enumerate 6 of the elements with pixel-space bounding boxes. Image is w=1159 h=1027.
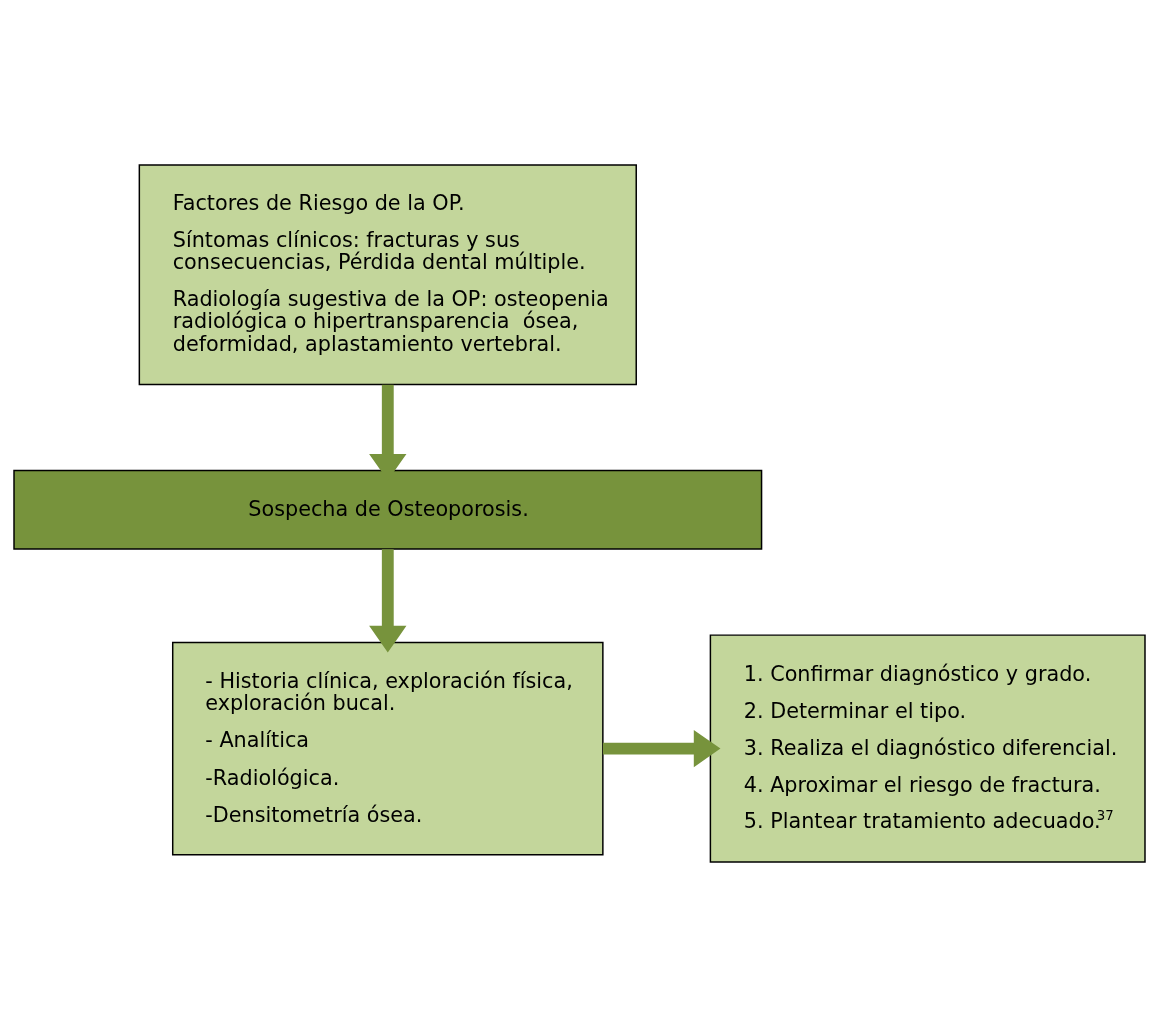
arrow xyxy=(602,729,721,768)
node-box: Factores de Riesgo de la OP. Síntomas clínicos: fracturas y sus consecuencias, Pérdida dental múltiple. Radiología sugestiva de la OP: osteopenia radiológica o hipertransparencia ósea, deformidad, aplastamiento vertebral. xyxy=(138,164,637,386)
arrow xyxy=(369,549,407,653)
node-box: Sospecha de Osteoporosis. xyxy=(13,469,763,550)
node-box: - Historia clínica, exploración física, exploración bucal. - Analítica -Radiológica. -Densitometría ósea. xyxy=(171,641,604,856)
node-box: 1. Confirmar diagnóstico y grado. 2. Determinar el tipo. 3. Realiza el diagnóstico diferencial. 4. Aproximar el riesgo de fractura. 5. Plantear tratamiento adecuado.$^{37}$ xyxy=(709,634,1146,863)
